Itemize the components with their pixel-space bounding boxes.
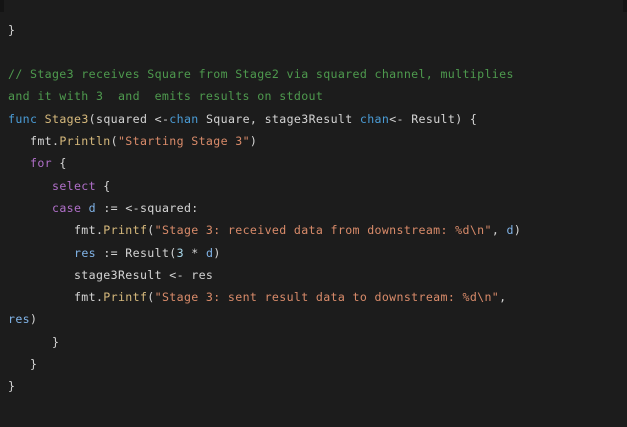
code-token-plain: ) xyxy=(513,223,522,238)
code-token-var: res xyxy=(73,245,96,260)
code-token-plain: fmt. xyxy=(8,223,104,238)
code-token-plain: ) xyxy=(30,312,38,327)
code-token-plain: <- Result) { xyxy=(389,111,478,126)
code-token-plain: ) xyxy=(213,245,221,260)
code-line xyxy=(0,41,627,63)
code-token-string: "Stage 3: received data from downstream:… xyxy=(154,223,492,238)
code-token-var: res xyxy=(8,312,30,327)
code-line: } xyxy=(0,375,627,397)
code-token-control: for xyxy=(30,156,52,171)
code-token-plain xyxy=(81,201,88,215)
code-token-func: Printf xyxy=(103,290,148,305)
code-token-plain: { xyxy=(95,178,111,193)
code-token-plain: ( xyxy=(147,223,155,238)
code-line: case d := <-squared: xyxy=(0,197,627,219)
code-line: res := Result(3 * d) xyxy=(0,242,627,264)
code-token-control: case xyxy=(51,200,82,215)
code-token-var: d xyxy=(506,223,514,238)
code-token-comment: and it with 3 and emits results on stdou… xyxy=(8,89,324,104)
code-line: fmt.Println("Starting Stage 3") xyxy=(0,130,627,152)
code-line: and it with 3 and emits results on stdou… xyxy=(0,85,627,107)
code-token-plain: := Result( xyxy=(95,245,177,260)
code-token-plain: stage3Result <- res xyxy=(8,267,214,282)
code-token-plain: ( xyxy=(110,134,118,149)
code-token-plain: fmt. xyxy=(8,134,60,149)
code-token-func: Println xyxy=(59,134,111,149)
code-token-brace: } xyxy=(8,379,16,394)
code-token-plain: ( xyxy=(147,290,155,305)
code-token-plain xyxy=(8,179,52,193)
code-token-plain xyxy=(8,246,74,260)
code-token-plain: fmt. xyxy=(8,290,104,305)
code-line: } xyxy=(0,19,627,41)
code-token-brace: } xyxy=(8,357,38,372)
code-token-string: "Starting Stage 3" xyxy=(117,134,250,149)
code-token-plain: := <-squared: xyxy=(96,200,199,215)
code-token-keyword: chan xyxy=(359,111,390,126)
code-token-plain: ) xyxy=(249,134,258,149)
code-line: fmt.Printf("Stage 3: received data from … xyxy=(0,219,627,241)
code-token-keyword: func xyxy=(8,111,38,126)
code-token-keyword: chan xyxy=(169,111,199,126)
code-token-control: select xyxy=(51,178,96,193)
code-line: // Stage3 receives Square from Stage2 vi… xyxy=(0,63,627,85)
code-token-func: Stage3 xyxy=(44,111,89,126)
code-line xyxy=(0,398,627,420)
code-editor-content[interactable]: } // Stage3 receives Square from Stage2 … xyxy=(0,11,627,427)
code-token-number: 3 xyxy=(176,245,184,260)
code-token-plain: (squared <- xyxy=(88,111,170,126)
code-line: for { xyxy=(0,152,627,174)
code-line: res) xyxy=(0,308,627,330)
code-token-string: "Stage 3: sent result data to downstream… xyxy=(154,290,500,305)
code-token-plain: , xyxy=(491,223,507,238)
code-line: } xyxy=(0,331,627,353)
code-line: func Stage3(squared <-chan Square, stage… xyxy=(0,108,627,130)
code-token-var: d xyxy=(88,200,96,215)
code-line: stage3Result <- res xyxy=(0,264,627,286)
code-token-func: Printf xyxy=(103,223,148,238)
code-token-comment: // Stage3 receives Square from Stage2 vi… xyxy=(8,67,514,82)
code-token-plain xyxy=(37,112,44,126)
code-token-var: d xyxy=(205,245,214,260)
code-token-plain: { xyxy=(52,156,67,171)
code-token-brace: } xyxy=(8,22,16,37)
code-token-plain: , xyxy=(499,290,507,305)
code-token-plain xyxy=(8,156,30,170)
code-token-plain xyxy=(8,201,52,215)
code-token-plain: Square, stage3Result xyxy=(198,111,360,126)
code-line: fmt.Printf("Stage 3: sent result data to… xyxy=(0,286,627,308)
code-token-brace: } xyxy=(8,334,60,349)
code-line: select { xyxy=(0,175,627,197)
code-line: } xyxy=(0,353,627,375)
code-token-plain: * xyxy=(183,245,206,260)
